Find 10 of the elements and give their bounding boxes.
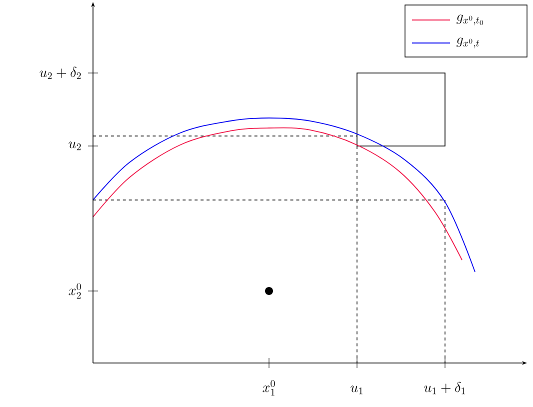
point: [265, 287, 273, 295]
tick-label: $u_2 + \delta_2$: [40, 66, 81, 80]
tick-label: $x_2^0$: [68, 283, 81, 299]
tick-label: $u_1$: [350, 386, 362, 394]
tick-label: $x_1^0$: [262, 380, 275, 396]
tick-label: $u_1 + \delta_1$: [424, 382, 465, 394]
square: [356, 72, 446, 146]
legend-label: $g_{x^0,t}$: [456, 38, 480, 48]
tick-label: $u_2$: [68, 142, 81, 150]
legend-label: $g_{x^0,t_0}$: [456, 14, 484, 26]
